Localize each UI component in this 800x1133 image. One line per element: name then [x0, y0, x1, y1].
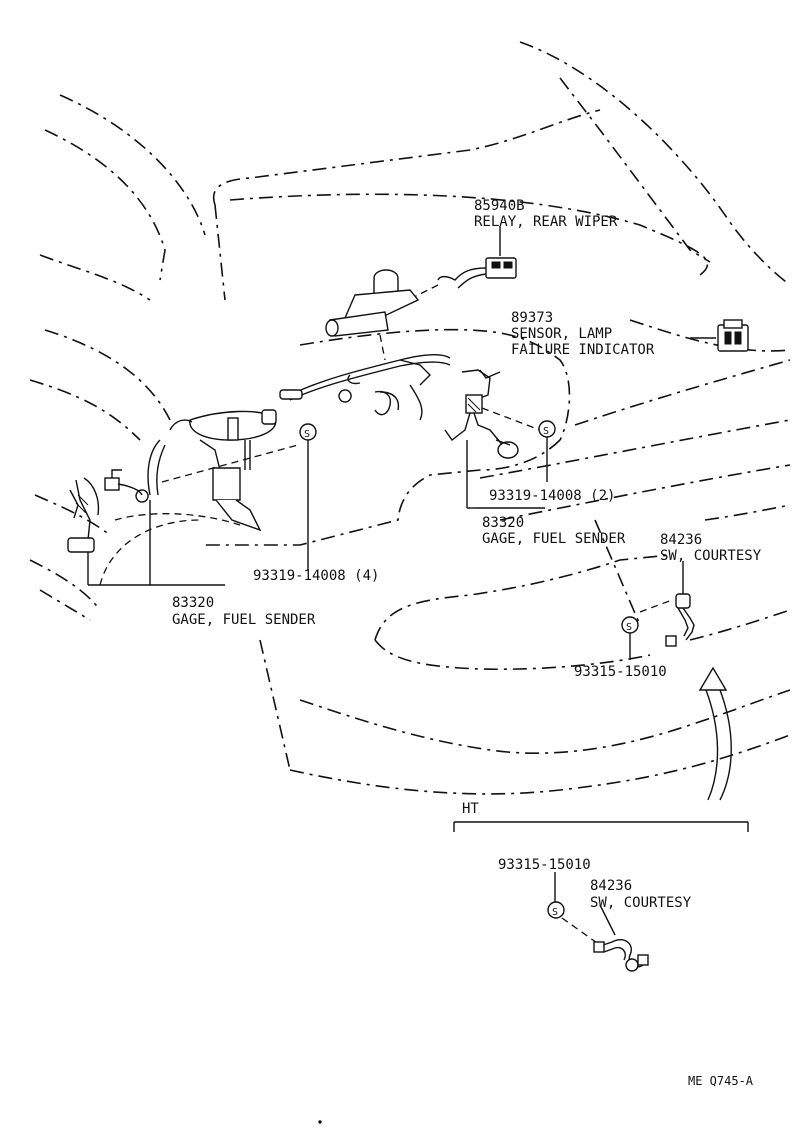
relay-part-name: RELAY, REAR WIPER [474, 214, 618, 230]
courtesy-part-name: SW, COURTESY [660, 548, 762, 564]
screw-courtesy-label: 93315-15010 [574, 664, 667, 680]
courtesy-part-number: 84236 [660, 532, 702, 548]
sensor-lamp-part [690, 319, 749, 352]
svg-text:S: S [626, 622, 632, 633]
screw-symbol-left: S [299, 423, 317, 570]
fuel-sender-right-part [444, 369, 519, 459]
sensor-part-name-2: FAILURE INDICATOR [511, 342, 655, 358]
fuel-sender-left-part [67, 409, 277, 553]
drawing-code: ME Q745-A [688, 1074, 754, 1088]
screw-symbol-courtesy: S [621, 616, 639, 660]
vehicle-body-outline [29, 41, 791, 795]
sensor-part-number: 89373 [511, 310, 553, 326]
ht-screw-label: 93315-15010 [498, 857, 591, 873]
page-dot [318, 1120, 322, 1124]
relay-part-number: 85940B [474, 198, 525, 214]
gage-right-bracket [466, 440, 545, 509]
relay-rear-wiper-part [437, 226, 517, 289]
courtesy-switch-part [639, 561, 695, 647]
right-screw-leader [481, 407, 541, 431]
ht-label: HT [462, 801, 479, 817]
screw-symbol-right: S [538, 420, 556, 482]
gage-left-bracket [87, 500, 225, 586]
svg-text:S: S [304, 429, 310, 440]
sensor-part-name-1: SENSOR, LAMP [511, 326, 612, 342]
ht-arrow [698, 666, 732, 801]
svg-text:S: S [543, 426, 549, 437]
screw-left-label: 93319-14008 (4) [253, 568, 379, 584]
gage-right-name: GAGE, FUEL SENDER [482, 531, 626, 547]
fuel-filler-neck [325, 269, 420, 361]
gage-right-number: 83320 [482, 515, 524, 531]
ht-section: HT S [453, 801, 749, 972]
ht-courtesy-name: SW, COURTESY [590, 895, 692, 911]
wire-harness [279, 353, 451, 421]
gage-left-name: GAGE, FUEL SENDER [172, 612, 316, 628]
svg-text:S: S [552, 907, 558, 918]
screw-right-label: 93319-14008 (2) [489, 488, 615, 504]
gage-left-number: 83320 [172, 595, 214, 611]
ht-courtesy-number: 84236 [590, 878, 632, 894]
